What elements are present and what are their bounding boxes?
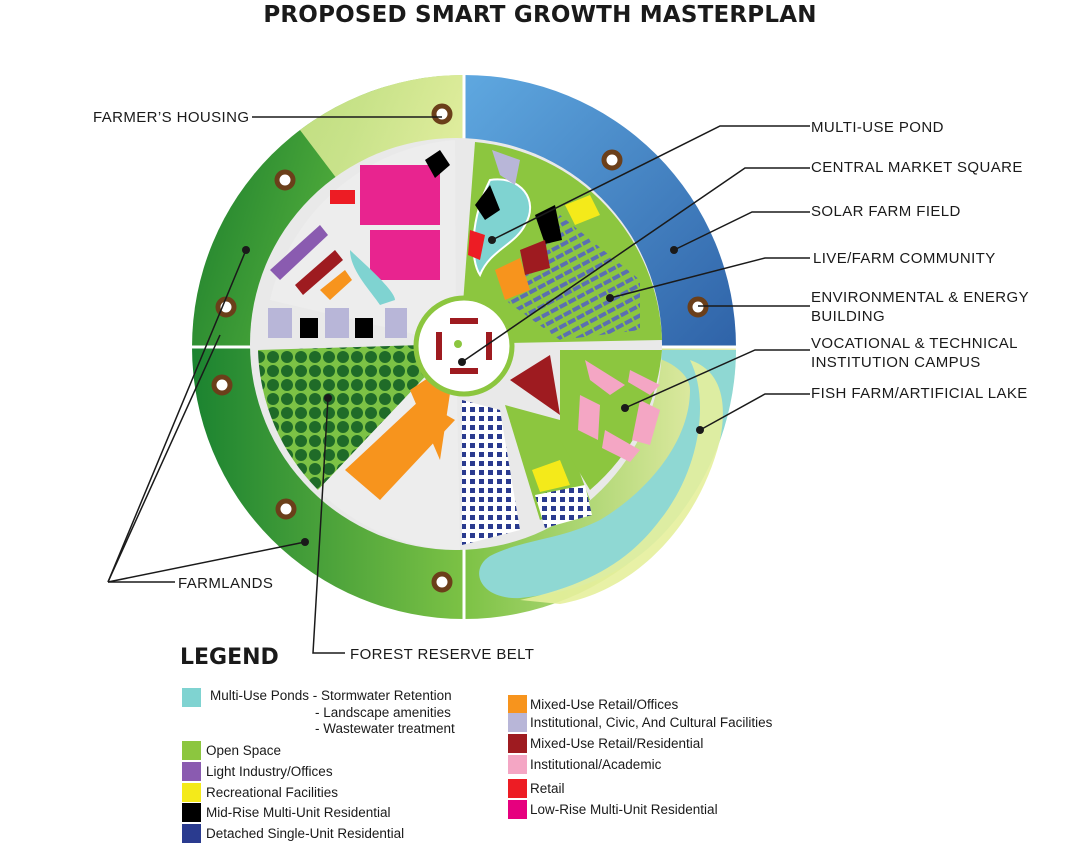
legend-ponds-label: Multi-Use Ponds - Stormwater Retention	[210, 688, 452, 703]
legend-item-left-swatch	[182, 803, 201, 822]
label-farmlands: FARMLANDS	[178, 575, 274, 592]
legend-item-right-label: Mixed-Use Retail/Offices	[530, 697, 679, 712]
label-forest-reserve-belt: FOREST RESERVE BELT	[350, 646, 535, 663]
legend-item-right-swatch	[508, 779, 527, 798]
legend-item-right-swatch	[508, 734, 527, 753]
legend-title: LEGEND	[180, 645, 279, 670]
legend-item-left-label: Open Space	[206, 743, 282, 758]
legend-item-right-swatch	[508, 800, 527, 819]
label-institution-campus: INSTITUTION CAMPUS	[811, 354, 981, 371]
label-multi-use-pond: MULTI-USE POND	[811, 119, 944, 136]
legend-item-left-swatch	[182, 741, 201, 760]
legend-item-right-label: Institutional/Academic	[530, 757, 662, 772]
legend-item-right-label: Mixed-Use Retail/Residential	[530, 736, 704, 751]
legend-item-left-swatch	[182, 762, 201, 781]
legend-ponds-sub2: - Wastewater treatment	[315, 721, 455, 736]
label-vocational: VOCATIONAL & TECHNICAL	[811, 335, 1018, 352]
legend-ponds-sub1: - Landscape amenities	[315, 705, 451, 720]
label-fish-farm: FISH FARM/ARTIFICIAL LAKE	[811, 385, 1028, 402]
legend-item-left-label: Light Industry/Offices	[206, 764, 333, 779]
legend-item-left-label: Mid-Rise Multi-Unit Residential	[206, 805, 391, 820]
legend-item-right-label: Institutional, Civic, And Cultural Facil…	[530, 715, 773, 730]
legend-item-left-swatch	[182, 783, 201, 802]
label-environmental-energy: ENVIRONMENTAL & ENERGY	[811, 289, 1030, 306]
label-solar-farm-field: SOLAR FARM FIELD	[811, 203, 961, 220]
page-title: PROPOSED SMART GROWTH MASTERPLAN	[263, 2, 817, 28]
legend-item-right-label: Retail	[530, 781, 565, 796]
legend-item-left-label: Recreational Facilities	[206, 785, 339, 800]
legend-item-right-swatch	[508, 695, 527, 714]
legend-swatch-ponds	[182, 688, 201, 707]
legend-item-left-label: Detached Single-Unit Residential	[206, 826, 405, 841]
label-farmers-housing: FARMER’S HOUSING	[93, 109, 250, 126]
label-environmental-building: BUILDING	[811, 308, 886, 325]
legend-item-right-swatch	[508, 713, 527, 732]
legend-item-right-label: Low-Rise Multi-Unit Residential	[530, 802, 718, 817]
legend-item-right-swatch	[508, 755, 527, 774]
label-central-market-square: CENTRAL MARKET SQUARE	[811, 159, 1023, 176]
legend-item-left-swatch	[182, 824, 201, 843]
label-live-farm-community: LIVE/FARM COMMUNITY	[813, 250, 996, 267]
